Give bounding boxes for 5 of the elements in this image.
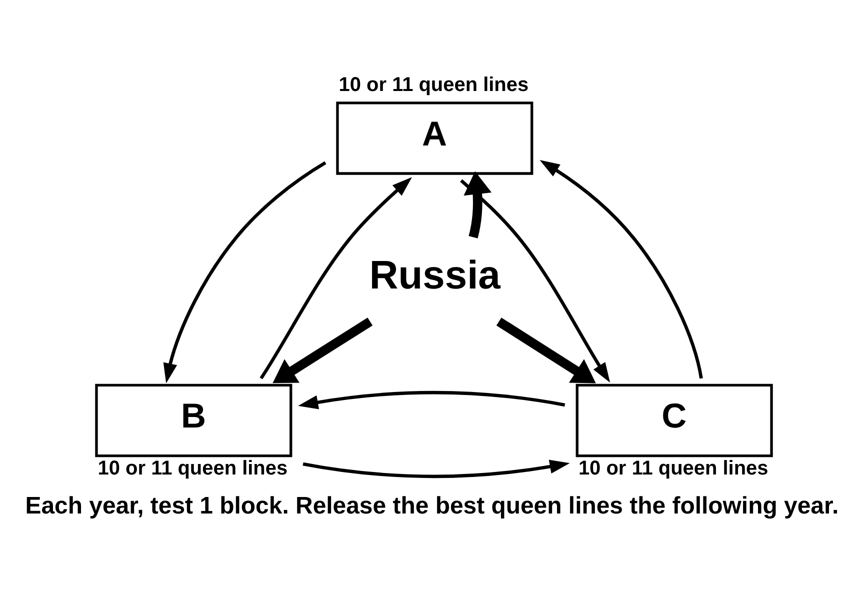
node-label: 10 or 11 queen lines (97, 457, 288, 480)
node-label: 10 or 11 queen lines (578, 457, 768, 480)
node-label: 10 or 11 queen lines (338, 74, 528, 96)
node-text: Russia (368, 254, 500, 298)
caption: Each year, test 1 block. Release the best queen lines the following year. (24, 492, 838, 520)
